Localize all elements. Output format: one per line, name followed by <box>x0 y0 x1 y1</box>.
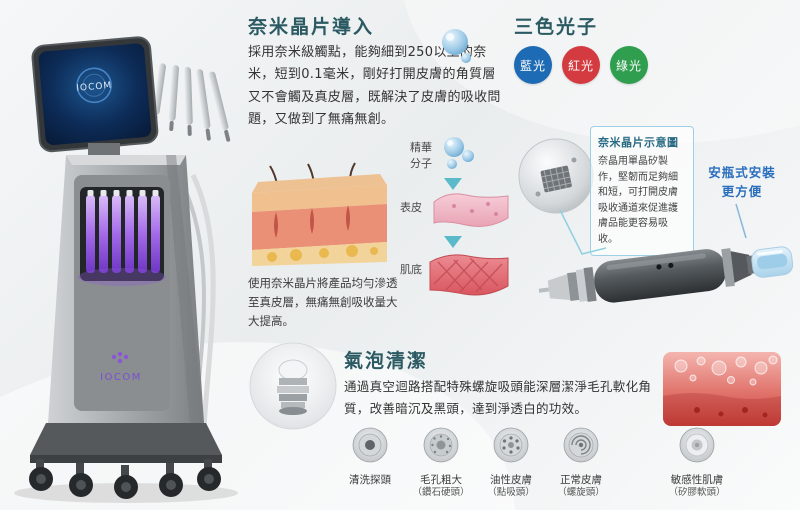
tip-cleaning-probe: 清洗探頭 <box>336 426 404 487</box>
nano-section-body: 採用奈米級觸點，能夠細到250以上的奈米，短到0.1毫米，剛好打開皮膚的角質層又… <box>248 45 501 128</box>
bubble-section-title: 氣泡清潔 <box>344 350 429 372</box>
blue-light-badge: 藍光 <box>514 46 552 84</box>
beauty-machine-image: IOCOM <box>8 35 243 509</box>
dermis-label: 肌底 <box>400 263 422 276</box>
serum-label: 精華分子 <box>410 141 432 170</box>
nano-section-title: 奈米晶片導入 <box>248 16 375 38</box>
red-light-badge: 紅光 <box>562 46 600 84</box>
tip-name: 毛孔粗大 <box>420 474 462 486</box>
arrow-down-icon <box>444 178 462 190</box>
microneedle-handpiece-image <box>538 226 796 328</box>
tip-dot-suction: 油性皮膚 （點吸頭） <box>474 426 548 500</box>
chip-pointer-line <box>559 209 607 255</box>
tip-sub: （鑽石硬頭） <box>412 487 470 499</box>
ampoule-badge-line1: 安瓶式安裝 <box>708 165 776 180</box>
tip-sub: （點吸頭） <box>487 487 535 499</box>
tip-silicone-head: 敏感性肌膚 （矽膠軟頭） <box>652 426 742 500</box>
epidermis-layer-image <box>428 186 512 236</box>
tip-name: 清洗探頭 <box>349 474 391 486</box>
badge-pointer-line <box>735 203 747 239</box>
skin-bubbles-image <box>663 352 781 430</box>
handpiece-rack <box>152 63 231 142</box>
bubble-section-body: 通過真空迴路搭配特殊螺旋吸頭能深層潔淨毛孔軟化角質，改善暗沉及黑頭，達到淨透白的… <box>344 379 652 416</box>
body-brand-text: IOCOM <box>100 372 142 383</box>
dermis-layer-image <box>424 248 512 306</box>
chip-callout-box: 奈米晶片示意圖 奈晶用單晶矽製作，堅韌而足夠細和短，可打開皮膚吸收通道來促進護膚… <box>590 126 694 256</box>
spiral-head-icon <box>563 427 599 463</box>
chip-callout-title: 奈米晶片示意圖 <box>598 136 679 149</box>
tip-name: 敏感性肌膚 <box>670 474 724 486</box>
tip-spiral-head: 正常皮膚 （螺旋頭） <box>544 426 618 500</box>
green-light-badge: 綠光 <box>610 46 648 84</box>
machine-screen: IOCOM <box>31 36 159 153</box>
tip-name: 正常皮膚 <box>560 474 602 486</box>
ampoule-badge: 安瓶式安裝 更方便 <box>698 164 786 202</box>
ampoule-badge-line2: 更方便 <box>721 183 763 199</box>
skin-caption: 使用奈米晶片將產品均勻滲透至真皮層，無痛無創吸收量大大提高。 <box>248 276 398 328</box>
tip-diamond-head: 毛孔粗大 （鑽石硬頭） <box>404 426 478 500</box>
tip-name: 油性皮膚 <box>490 474 532 486</box>
silicone-head-icon <box>679 427 715 463</box>
skin-cross-section-image <box>248 162 388 271</box>
diamond-head-icon <box>423 427 459 463</box>
serum-drop-icon <box>438 28 472 70</box>
tip-sub: （螺旋頭） <box>557 487 605 499</box>
body-brand-logo: IOCOM <box>100 351 142 383</box>
tip-sub: （矽膠軟頭） <box>668 487 726 499</box>
light-circles: 藍光 紅光 綠光 <box>514 46 648 84</box>
bottle-compartment <box>78 187 166 286</box>
screen-brand-text: IOCOM <box>76 81 113 94</box>
spiral-tip-photo <box>249 342 337 434</box>
cleaning-probe-icon <box>352 427 388 463</box>
dot-suction-icon <box>493 427 529 463</box>
epidermis-label: 表皮 <box>400 201 422 214</box>
light-section-title: 三色光子 <box>514 16 599 38</box>
chip-callout-body: 奈晶用單晶矽製作，堅韌而足夠細和短，可打開皮膚吸收通道來促進護膚品能更容易吸收。 <box>598 156 678 245</box>
caster-wheels <box>29 459 221 499</box>
serum-molecules-icon <box>440 134 478 178</box>
arrow-down-icon <box>444 236 462 248</box>
